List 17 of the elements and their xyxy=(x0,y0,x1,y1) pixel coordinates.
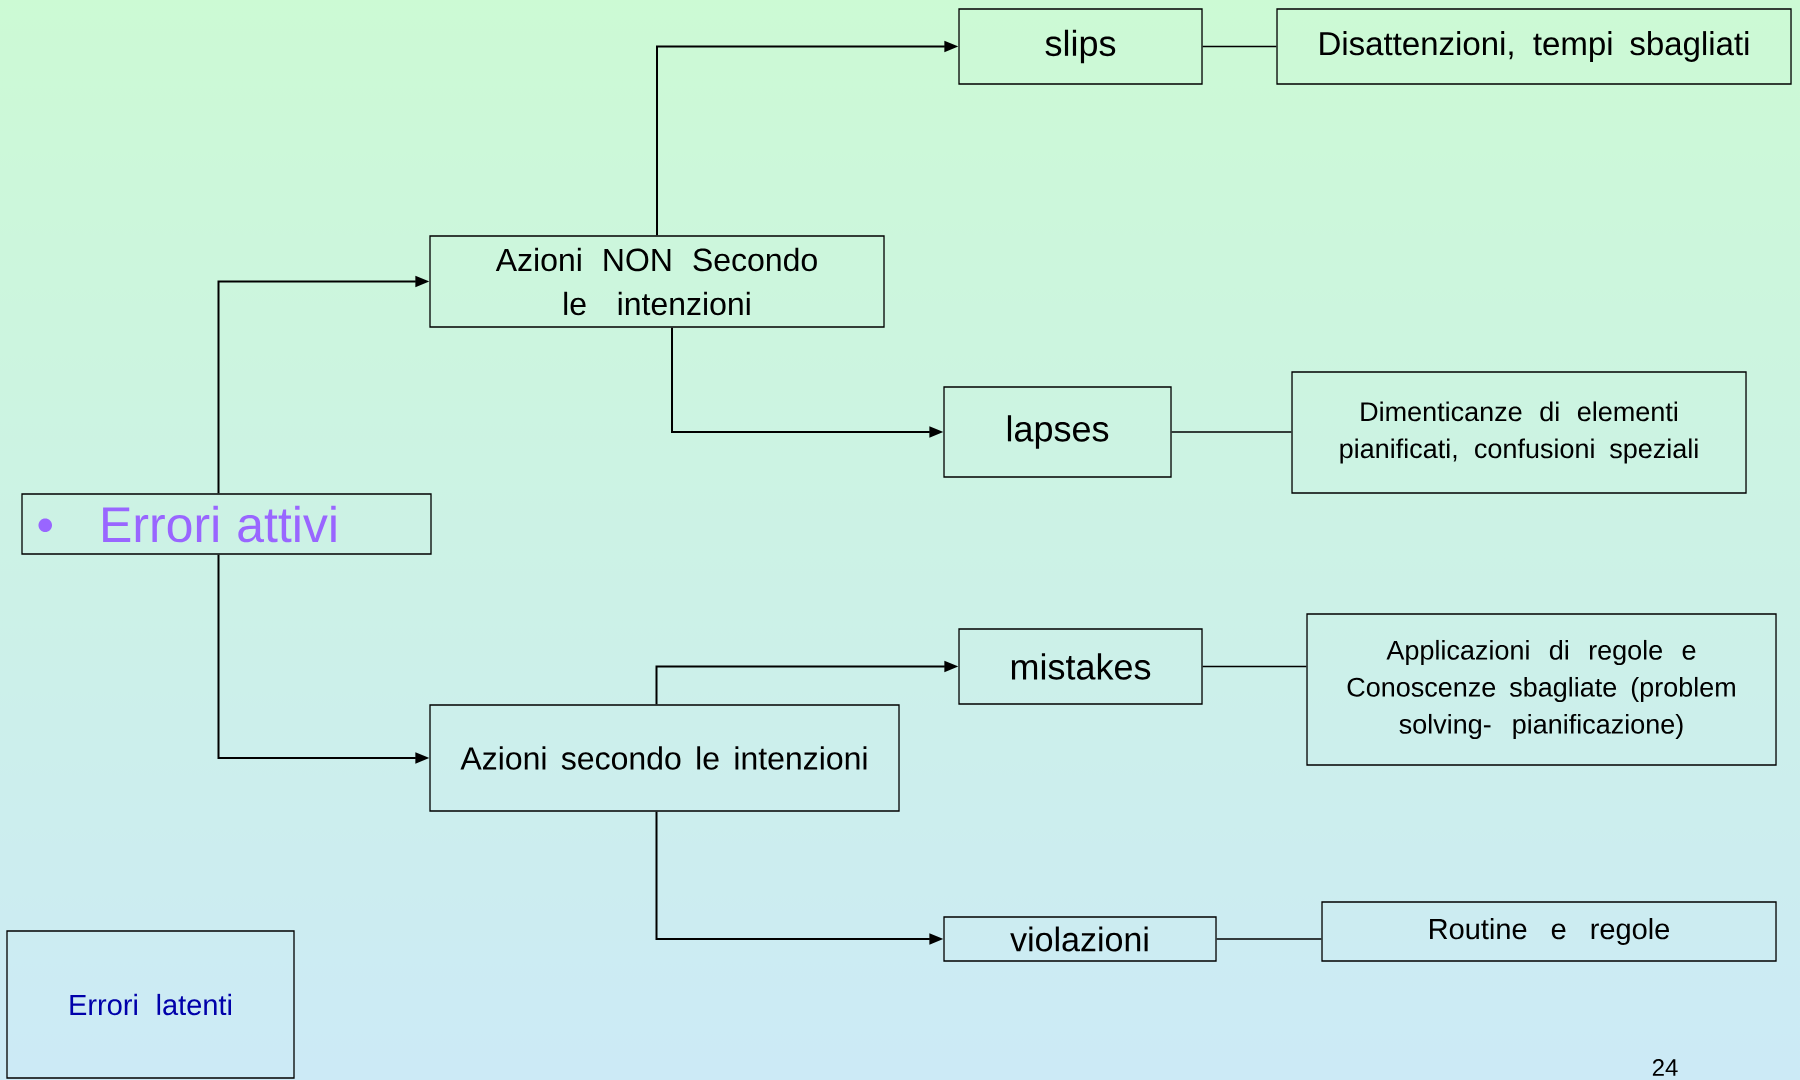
error-type-box: slips xyxy=(958,8,1203,85)
error-type-box: lapses xyxy=(943,386,1172,478)
error-type-box: mistakes xyxy=(958,628,1203,705)
category-box: Azioni secondo le intenzioni xyxy=(429,704,900,812)
error-type-box: violazioni xyxy=(943,916,1217,962)
connector-line xyxy=(1202,665,1307,668)
category-box: Azioni NON Secondo le intenzioni xyxy=(429,235,885,328)
connector-line xyxy=(1171,431,1292,433)
description-box: Disattenzioni, tempi sbagliati xyxy=(1276,8,1792,85)
description-box: Applicazioni di regole e Conoscenze sbagliate (problem solving- pianificazione) xyxy=(1306,613,1777,766)
connector-line xyxy=(1216,938,1322,940)
description-box: Dimenticanze di elementi pianificati, confusioni speziali xyxy=(1291,371,1747,494)
page-number: 24 xyxy=(1652,1059,1678,1076)
connector-line xyxy=(1202,45,1277,48)
description-box: Routine e regole xyxy=(1321,901,1777,962)
category-box: • Errori attivi xyxy=(21,493,432,555)
category-box: Errori latenti xyxy=(6,930,295,1079)
